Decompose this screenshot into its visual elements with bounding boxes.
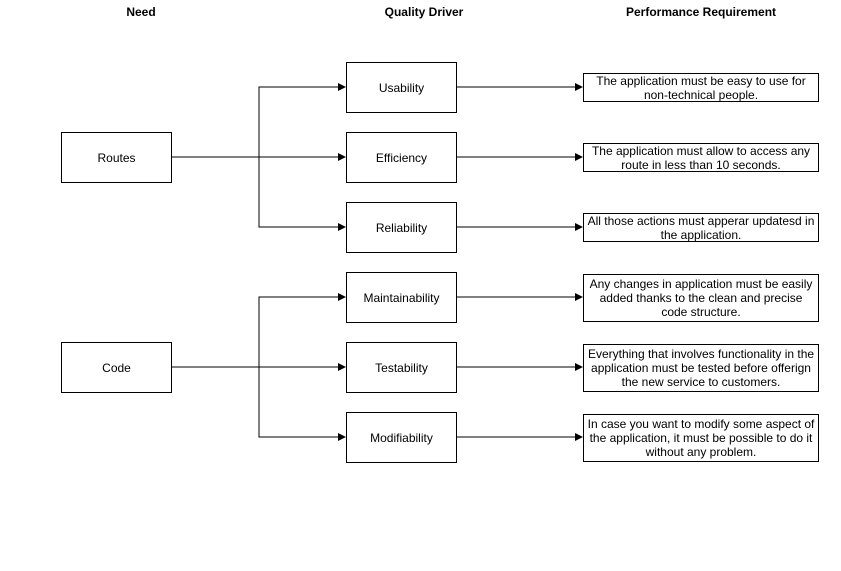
- need-code: Code: [61, 342, 172, 393]
- driver-maintainability: Maintainability: [346, 272, 457, 323]
- driver-maintainability-label: Maintainability: [363, 290, 440, 305]
- header-need: Need: [126, 5, 156, 19]
- driver-efficiency: Efficiency: [346, 132, 457, 183]
- edge-routes-usability: [171, 83, 346, 158]
- need-routes: Routes: [61, 132, 172, 183]
- driver-reliability: Reliability: [346, 202, 457, 253]
- requirement-maintainability: Any changes in application must be easil…: [583, 274, 819, 322]
- driver-efficiency-label: Efficiency: [375, 150, 428, 165]
- edge-routes-reliability: [258, 157, 346, 231]
- driver-testability: Testability: [346, 342, 457, 393]
- edge-code-maintainability: [171, 293, 346, 368]
- driver-usability: Usability: [346, 62, 457, 113]
- header-quality-driver: Quality Driver: [384, 5, 464, 19]
- driver-reliability-label: Reliability: [375, 220, 428, 235]
- requirement-testability: Everything that involves functionality i…: [583, 344, 819, 392]
- driver-testability-label: Testability: [375, 360, 428, 375]
- requirement-usability: The application must be easy to use for …: [583, 73, 819, 102]
- driver-modifiability: Modifiability: [346, 412, 457, 463]
- edge-code-modifiability: [258, 367, 346, 441]
- header-performance-requirement: Performance Requirement: [625, 5, 777, 19]
- driver-modifiability-label: Modifiability: [370, 430, 433, 445]
- requirement-reliability: All those actions must apperar updatesd …: [583, 213, 819, 242]
- need-code-label: Code: [102, 360, 131, 375]
- requirement-efficiency: The application must allow to access any…: [583, 143, 819, 172]
- requirement-modifiability: In case you want to modify some aspect o…: [583, 414, 819, 462]
- need-routes-label: Routes: [97, 150, 136, 165]
- driver-usability-label: Usability: [378, 80, 425, 95]
